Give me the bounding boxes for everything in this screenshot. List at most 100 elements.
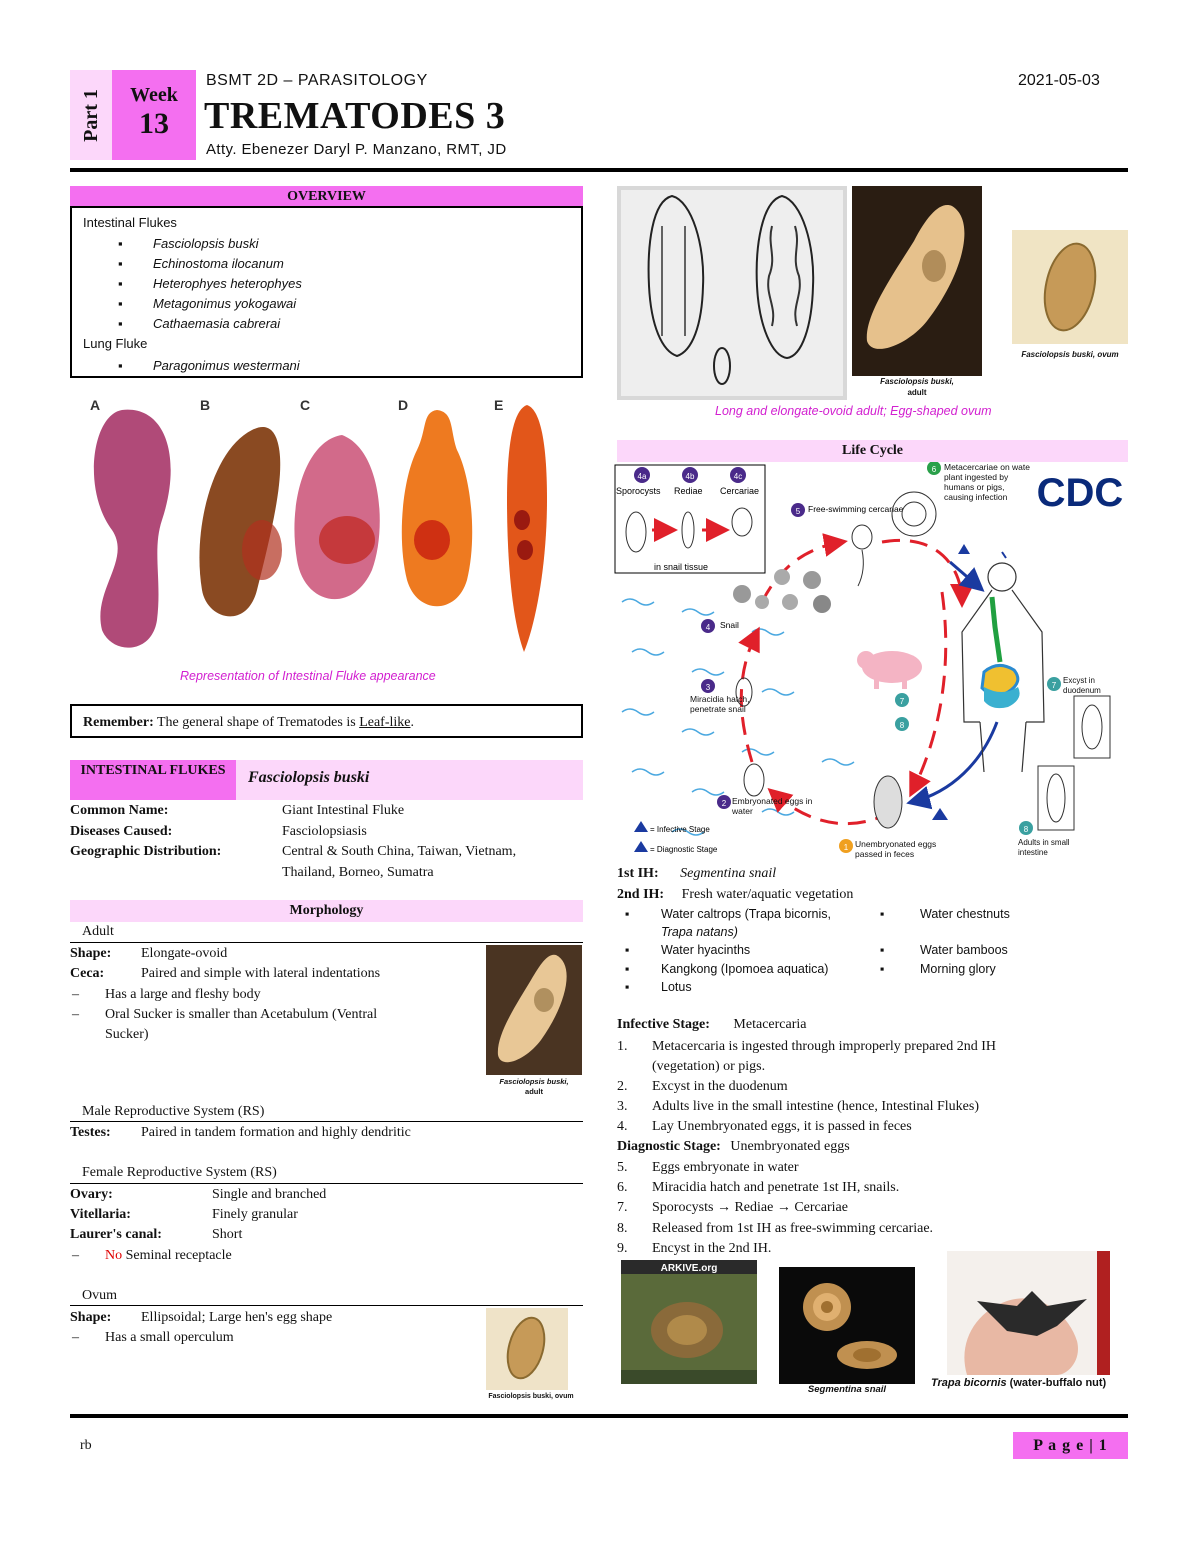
remember-label: Remember: <box>83 715 154 730</box>
list-item: Heterophyes heterophyes <box>153 276 302 291</box>
step-number: 4. <box>617 1119 628 1134</box>
shape-value: Elongate-ovoid <box>141 946 228 961</box>
common-name-value: Giant Intestinal Fluke <box>282 803 405 818</box>
bullet-icon: ▪ <box>625 980 630 994</box>
svg-text:8: 8 <box>1024 825 1029 834</box>
dash-icon: – <box>72 1007 79 1022</box>
bullet-icon: ▪ <box>118 276 123 291</box>
host-item: Lotus <box>661 980 692 994</box>
section-divider <box>70 1305 583 1306</box>
laurers-canal-label: Laurer's canal: <box>70 1227 162 1242</box>
course-name: BSMT 2D – PARASITOLOGY <box>206 72 428 89</box>
infective-stage-value: Metacercaria <box>733 1017 807 1032</box>
lc-adults-label: Adults in small intestine <box>1018 838 1070 857</box>
top-adult-image <box>852 186 982 376</box>
step-number: 6. <box>617 1180 628 1195</box>
no-word: No <box>105 1248 123 1263</box>
ceca-value: Paired and simple with lateral indentati… <box>141 966 381 981</box>
top-adult-photo <box>852 186 982 376</box>
bullet-icon: ▪ <box>880 907 885 921</box>
remember-end: . <box>410 715 414 730</box>
infective-stage-label: Infective Stage: <box>617 1017 710 1032</box>
shape-label: Shape: <box>70 946 112 961</box>
fluke-label-d: D <box>398 397 408 413</box>
adult-photo-caption: Fasciolopsis buski, adult <box>486 1077 582 1097</box>
snail-image-1: ARKIVE.org <box>621 1260 757 1384</box>
fluke-d-shape <box>401 410 473 607</box>
svg-text:= Infective Stage: = Infective Stage <box>650 825 710 834</box>
svg-text:1: 1 <box>844 843 849 852</box>
bullet-icon: ▪ <box>625 943 630 957</box>
adult-bullet-cont: Sucker) <box>105 1027 149 1042</box>
lc-unembryonated-label: Unembryonated eggs passed in feces <box>855 839 937 859</box>
adult-fluke-image <box>486 945 582 1075</box>
female-rs-heading: Female Reproductive System (RS) <box>82 1165 277 1180</box>
intestinal-flukes-figure: A B C D E <box>82 390 582 660</box>
step-text: Miracidia hatch and penetrate 1st IH, sn… <box>652 1180 900 1195</box>
step-number: 7. <box>617 1200 628 1215</box>
host-item: Water hyacinths <box>661 943 751 957</box>
step-number: 9. <box>617 1241 628 1256</box>
snail-image-2 <box>779 1267 915 1384</box>
common-name-label: Common Name: <box>70 803 169 818</box>
arkive-logo: ARKIVE.org <box>661 1263 718 1274</box>
ih2-row: 2nd IH: Fresh water/aquatic vegetation <box>617 885 853 905</box>
ceca-label: Ceca: <box>70 966 105 981</box>
bullet-icon: ▪ <box>880 962 885 976</box>
top-ovum-image <box>1012 230 1128 344</box>
adult-bullet: Oral Sucker is smaller than Acetabulum (… <box>105 1007 378 1022</box>
list-item: Cathaemasia cabrerai <box>153 316 281 331</box>
snail-photo-caption: Segmentina snail <box>807 1384 887 1395</box>
bullet-icon: ▪ <box>625 907 630 921</box>
svg-text:7: 7 <box>900 697 905 706</box>
fluke-label-b: B <box>200 397 210 413</box>
dash-icon: – <box>72 1248 79 1263</box>
life-cycle-heading: Life Cycle <box>617 440 1128 462</box>
bullet-icon: ▪ <box>118 256 123 271</box>
list-item: Echinostoma ilocanum <box>153 256 284 271</box>
fluke-label-a: A <box>90 397 100 413</box>
fluke-anatomy-diagram <box>617 186 847 400</box>
ih1-value: Segmentina snail <box>680 866 777 881</box>
flukes-illustration: A B C D E <box>90 397 547 652</box>
host-item: Water caltrops (Trapa bicornis, <box>661 907 831 921</box>
ovum-bullet: Has a small operculum <box>105 1330 234 1345</box>
svg-text:Rediae: Rediae <box>674 486 703 496</box>
fluke-diagram-photo <box>617 186 847 400</box>
svg-text:5: 5 <box>796 507 801 516</box>
document-date: 2021-05-03 <box>1018 72 1100 89</box>
fluke-label-e: E <box>494 397 503 413</box>
life-cycle-diagram: 4a 4b 4c Sporocysts Rediae Cercariae in … <box>612 461 1132 862</box>
dash-icon: – <box>72 987 79 1002</box>
trapa-photo <box>947 1251 1110 1375</box>
page-title: TREMATODES 3 <box>204 95 506 137</box>
svg-text:3: 3 <box>706 683 711 692</box>
trapa-nut-image <box>947 1251 1110 1375</box>
remember-text-line: Remember: The general shape of Trematode… <box>83 713 414 733</box>
lc-embryonated-label: Embryonated eggs in water <box>732 796 813 816</box>
step-number: 8. <box>617 1221 628 1236</box>
svg-text:4a: 4a <box>638 472 647 481</box>
step-text: Lay Unembryonated eggs, it is passed in … <box>652 1119 912 1134</box>
ih2-value: Fresh water/aquatic vegetation <box>681 887 854 902</box>
ih1-row: 1st IH: Segmentina snail <box>617 864 776 884</box>
list-item: Paragonimus westermani <box>153 358 300 373</box>
ovum-shape-label: Shape: <box>70 1310 112 1325</box>
bullet-icon: ▪ <box>118 296 123 311</box>
svg-text:6: 6 <box>932 465 937 474</box>
cdc-logo: CDC <box>1037 471 1124 515</box>
step-text: Metacercaria is ingested through imprope… <box>652 1039 997 1054</box>
male-rs-heading: Male Reproductive System (RS) <box>82 1104 265 1119</box>
distribution-value: Central & South China, Taiwan, Vietnam, <box>282 844 517 859</box>
week-label: Week <box>130 84 178 106</box>
ovary-value: Single and branched <box>212 1187 327 1202</box>
species-category: INTESTINAL FLUKES <box>70 760 236 800</box>
seminal-receptacle-note: No Seminal receptacle <box>105 1246 232 1266</box>
morphology-heading: Morphology <box>70 900 583 922</box>
svg-text:Snail: Snail <box>720 620 739 630</box>
svg-text:Free-swimming cercariae: Free-swimming cercariae <box>808 504 904 514</box>
ovary-label: Ovary: <box>70 1187 113 1202</box>
author-name: Atty. Ebenezer Daryl P. Manzano, RMT, JD <box>206 141 507 158</box>
step-text: Encyst in the 2nd IH. <box>652 1241 772 1256</box>
ovum-shape-value: Ellipsoidal; Large hen's egg shape <box>141 1310 333 1325</box>
